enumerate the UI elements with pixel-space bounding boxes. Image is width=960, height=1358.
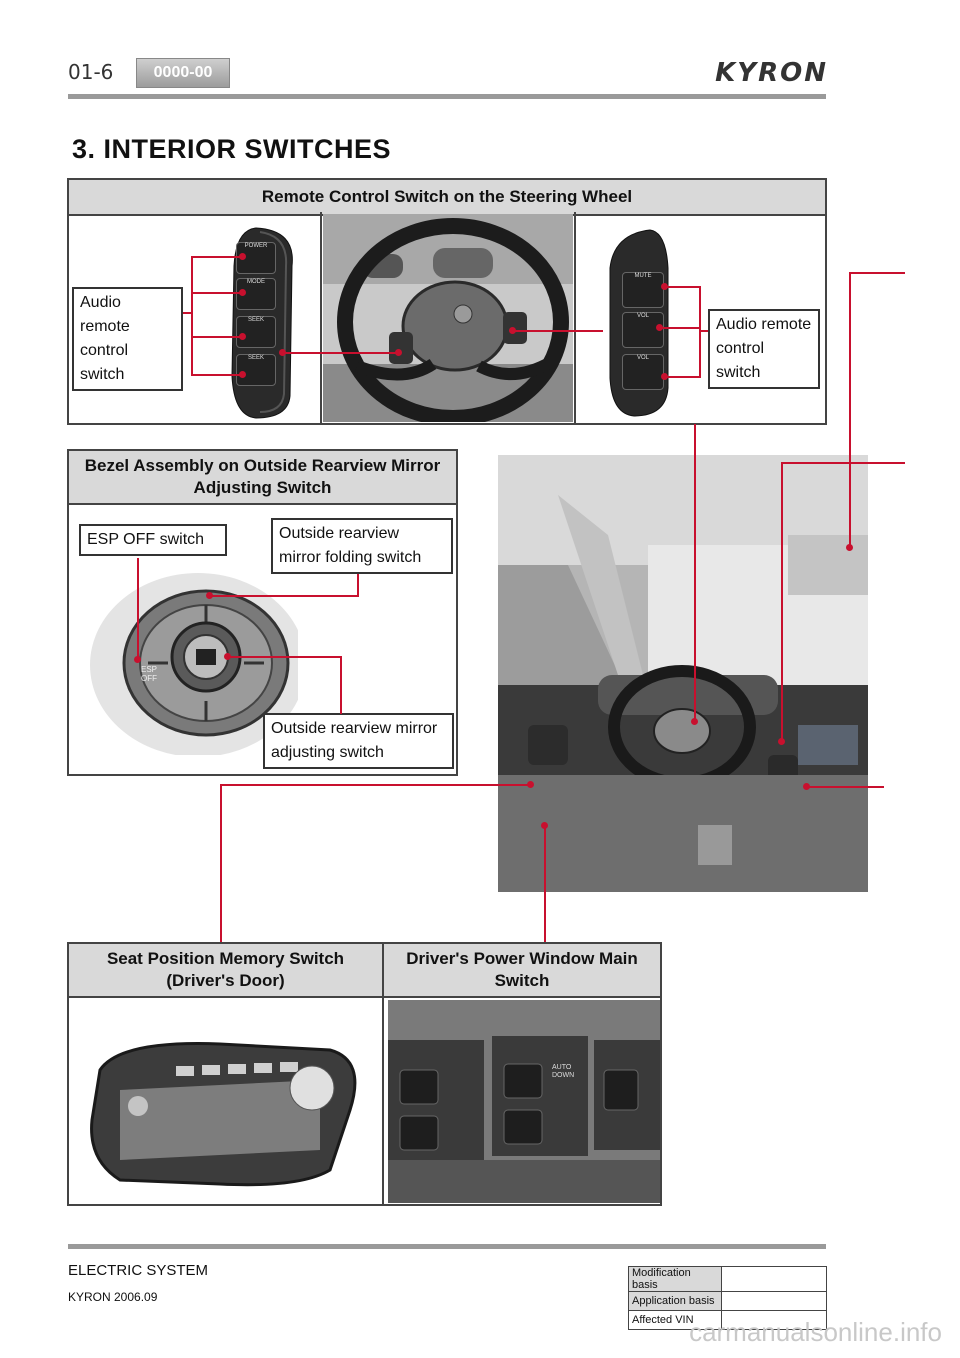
- callout-line: [191, 292, 243, 294]
- callout-line: [191, 374, 243, 376]
- callout-line: [137, 558, 139, 660]
- callout-line: [849, 272, 905, 274]
- auto-down-label: AUTO DOWN: [552, 1064, 575, 1079]
- header-rule: [68, 94, 826, 99]
- callout-line: [544, 826, 546, 942]
- table-row: Modification basis: [628, 1266, 827, 1292]
- callout-line: [220, 784, 222, 942]
- steering-wheel-photo: [323, 214, 573, 422]
- callout-dot: [527, 781, 534, 788]
- watermark: carmanualsonline.info: [689, 1317, 942, 1347]
- footer-version: KYRON 2006.09: [68, 1290, 158, 1304]
- callout-dot: [224, 653, 231, 660]
- right-audio-switch-photo: MUTE VOL VOL: [604, 228, 674, 418]
- volume-down-button: VOL: [622, 354, 664, 390]
- callout-dot: [846, 544, 853, 551]
- callout-line: [660, 327, 701, 329]
- mirror-adjusting-callout: Outside rearview mirror adjusting switch: [263, 713, 454, 769]
- left-audio-callout: Audio remote control switch: [72, 287, 183, 391]
- steering-panel-heading: Remote Control Switch on the Steering Wh…: [69, 180, 825, 216]
- esp-off-callout: ESP OFF switch: [79, 524, 227, 556]
- seek-up-button: SEEK: [236, 316, 276, 348]
- callout-dot: [239, 371, 246, 378]
- modification-table: Modification basis Application basis Aff…: [628, 1266, 827, 1330]
- callout-line: [210, 595, 359, 597]
- seat-memory-heading: Seat Position Memory Switch (Driver's Do…: [106, 949, 345, 990]
- callout-line: [694, 424, 696, 722]
- callout-line: [849, 272, 851, 548]
- bezel-switch-photo: ESP OFF: [88, 565, 298, 755]
- callout-dot: [656, 324, 663, 331]
- esp-off-label: ESP OFF: [140, 665, 157, 683]
- callout-line: [513, 330, 603, 332]
- page-number: 01-6: [68, 60, 114, 84]
- callout-line: [781, 462, 783, 742]
- table-cell: Application basis: [628, 1291, 722, 1311]
- callout-line: [699, 330, 708, 332]
- power-window-heading: Driver's Power Window Main Switch: [406, 949, 638, 990]
- door-panel-heading-bar: [69, 944, 660, 998]
- table-cell: [721, 1291, 827, 1311]
- table-cell: [721, 1266, 827, 1292]
- divider: [382, 944, 384, 1204]
- table-row: Application basis: [628, 1291, 827, 1311]
- callout-line: [340, 656, 342, 714]
- table-cell: Affected VIN: [628, 1310, 722, 1330]
- callout-dot: [509, 327, 516, 334]
- footer-system-name: ELECTRIC SYSTEM: [68, 1262, 209, 1279]
- table-cell: [721, 1310, 827, 1330]
- footer-rule: [68, 1244, 826, 1249]
- mute-button: MUTE: [622, 272, 664, 308]
- callout-dot: [134, 656, 141, 663]
- callout-dot: [803, 783, 810, 790]
- callout-line: [665, 376, 701, 378]
- seat-memory-switch-photo: [80, 1030, 370, 1190]
- callout-dot: [239, 333, 246, 340]
- callout-line: [665, 286, 701, 288]
- bezel-panel-heading: Bezel Assembly on Outside Rearview Mirro…: [69, 451, 456, 505]
- callout-dot: [661, 283, 668, 290]
- callout-dot: [239, 289, 246, 296]
- callout-dot: [661, 373, 668, 380]
- callout-line: [191, 256, 193, 376]
- divider: [574, 212, 576, 424]
- callout-dot: [691, 718, 698, 725]
- callout-dot: [541, 822, 548, 829]
- callout-dot: [778, 738, 785, 745]
- callout-line: [357, 574, 359, 596]
- callout-line: [806, 786, 884, 788]
- callout-dot: [206, 592, 213, 599]
- callout-dot: [395, 349, 402, 356]
- brand-logo: KYRON: [715, 58, 828, 88]
- table-row: Affected VIN: [628, 1310, 827, 1330]
- section-code-badge: 0000-00: [136, 58, 230, 88]
- table-cell: Modification basis: [628, 1266, 722, 1292]
- callout-line: [699, 286, 701, 378]
- callout-line: [283, 352, 399, 354]
- power-window-switch-photo: AUTO DOWN: [388, 1000, 660, 1203]
- callout-line: [220, 784, 530, 786]
- callout-line: [183, 312, 191, 314]
- callout-line: [781, 462, 905, 464]
- callout-line: [191, 336, 243, 338]
- mirror-folding-callout: Outside rearview mirror folding switch: [271, 518, 453, 574]
- callout-line: [228, 656, 342, 658]
- seek-down-button: SEEK: [236, 354, 276, 386]
- dashboard-interior-photo: [498, 455, 868, 892]
- callout-dot: [279, 349, 286, 356]
- divider: [320, 212, 322, 424]
- section-title: 3. INTERIOR SWITCHES: [72, 134, 392, 164]
- right-audio-callout: Audio remote control switch: [708, 309, 820, 389]
- callout-line: [191, 256, 243, 258]
- callout-dot: [239, 253, 246, 260]
